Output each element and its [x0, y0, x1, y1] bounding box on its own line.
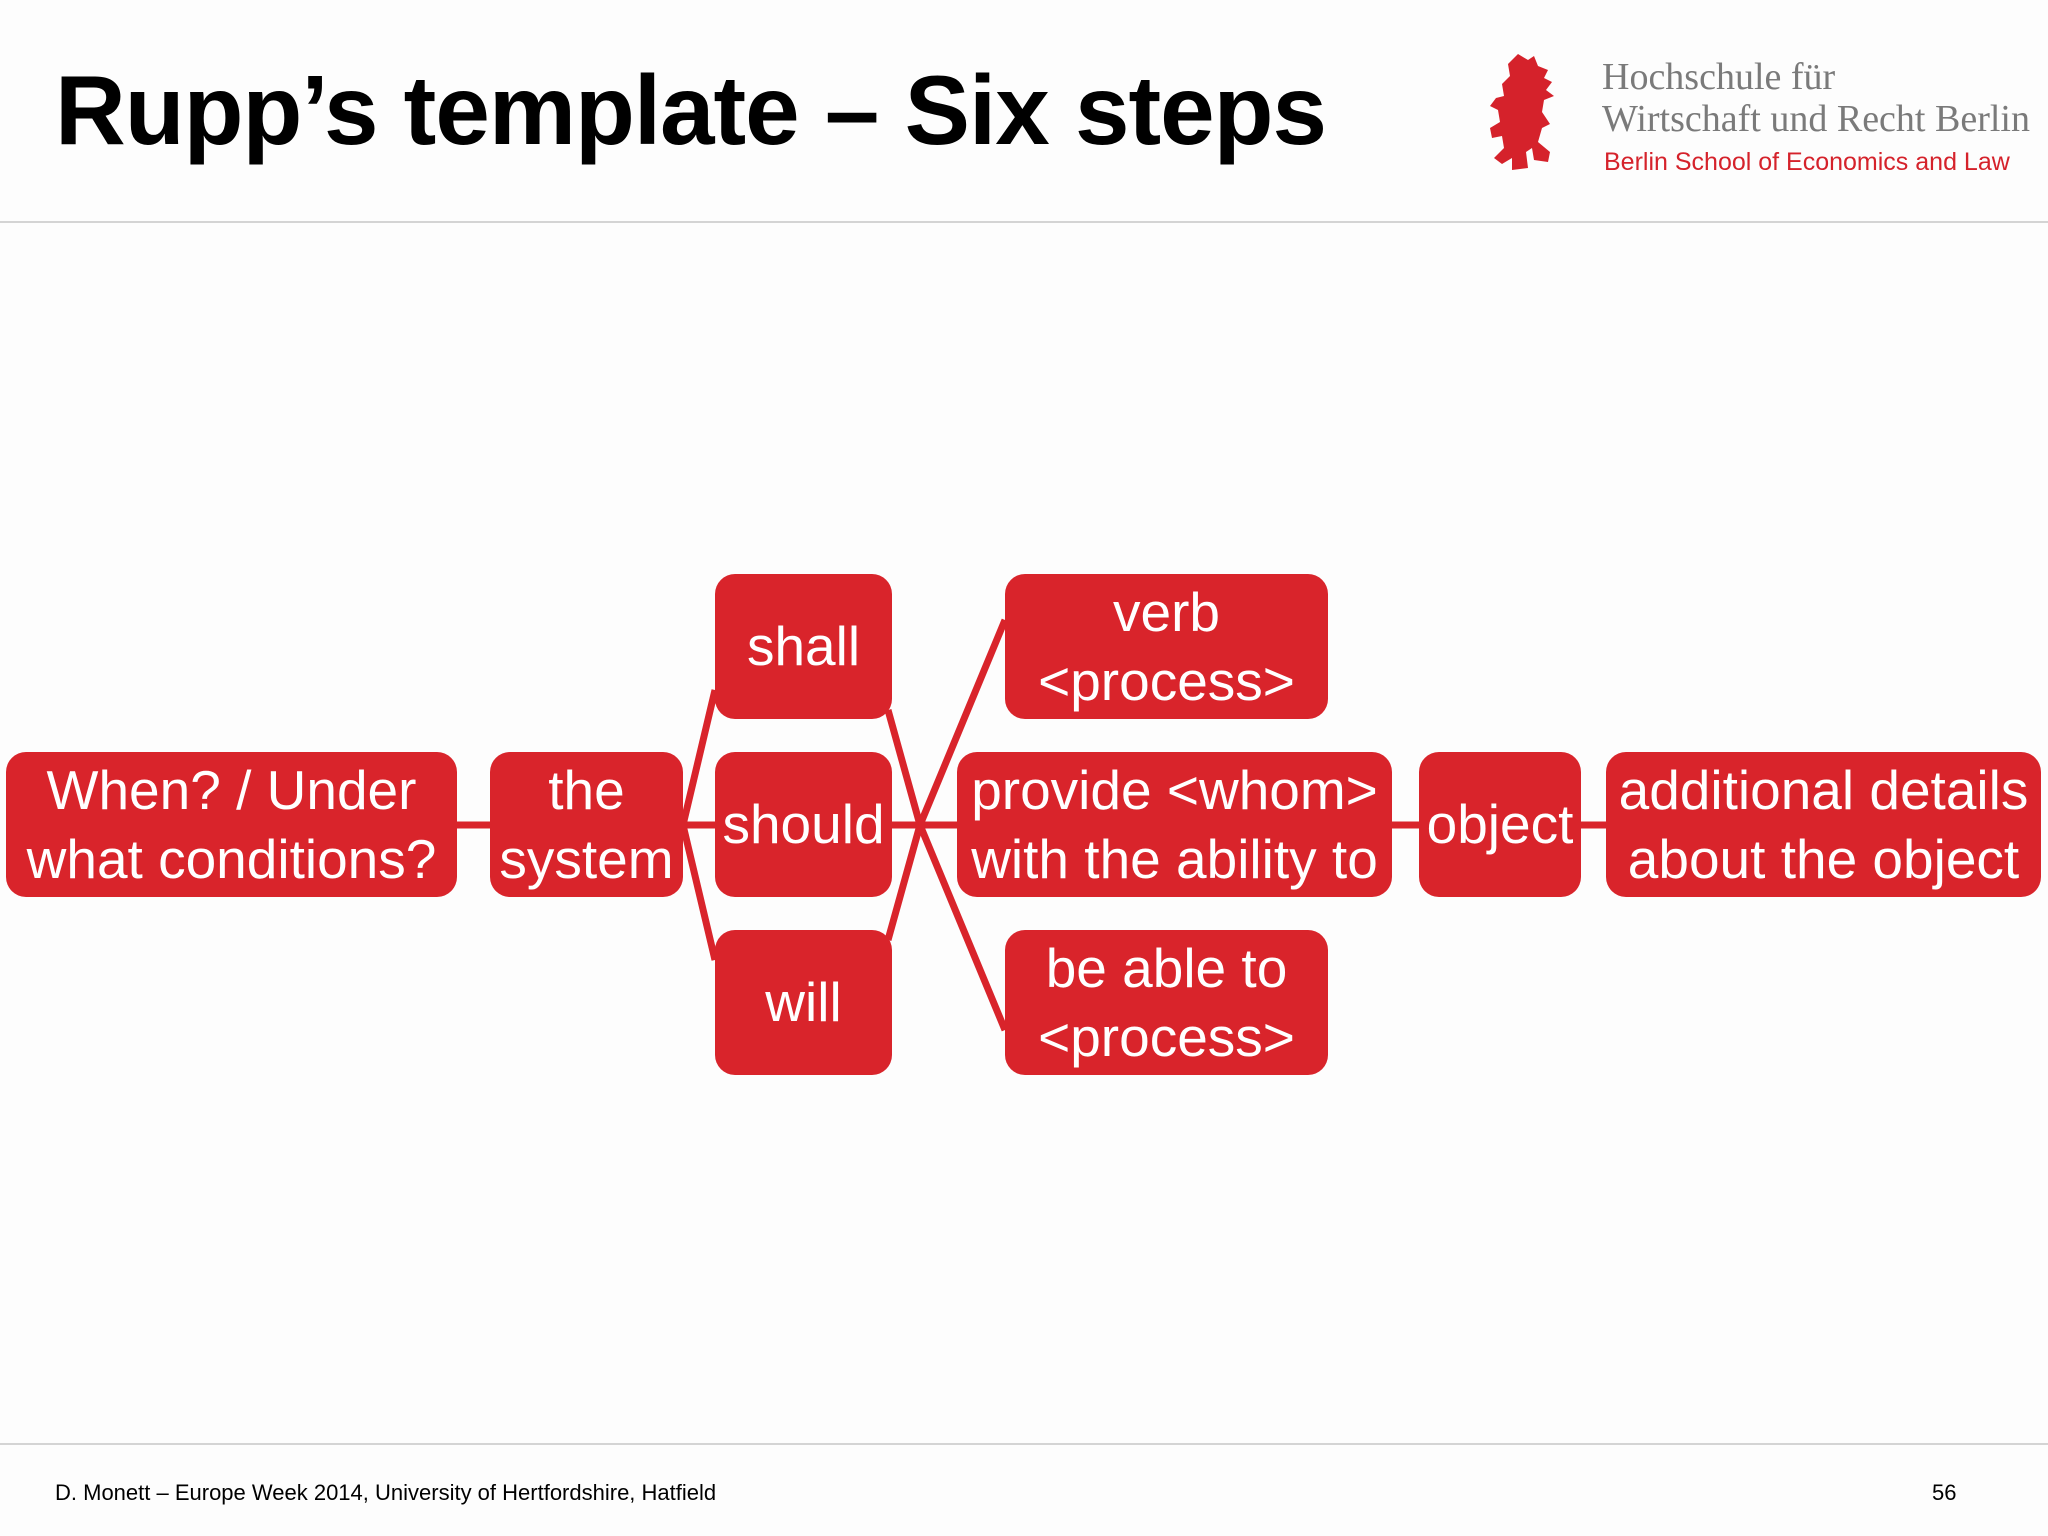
node-additional-details: additional details about the object — [1606, 752, 2041, 897]
node-shall-label: shall — [746, 615, 861, 678]
footer-divider — [0, 1443, 2048, 1445]
node-system: the system — [490, 752, 683, 897]
node-verb-process-label: verb <process> — [1038, 580, 1295, 712]
node-condition-label: When? / Under what conditions? — [26, 758, 437, 890]
node-should: should — [715, 752, 892, 897]
node-should-label: should — [722, 793, 885, 856]
node-object-label: object — [1426, 793, 1574, 856]
slide-title: Rupp’s template – Six steps — [55, 55, 1327, 165]
logo-text-line3: Berlin School of Economics and Law — [1604, 148, 2010, 176]
node-provide-whom-label: provide <whom> with the ability to — [971, 758, 1378, 890]
node-verb-process: verb <process> — [1005, 574, 1328, 719]
node-condition: When? / Under what conditions? — [6, 752, 457, 897]
connector-line — [679, 824, 719, 961]
node-be-able-to-label: be able to <process> — [1038, 936, 1295, 1068]
page-number: 56 — [1932, 1480, 1957, 1505]
connector-line — [916, 618, 1009, 827]
connector-line — [884, 709, 924, 826]
node-system-label: the system — [499, 758, 674, 890]
bear-icon — [1490, 54, 1554, 170]
node-be-able-to: be able to <process> — [1005, 930, 1328, 1075]
connector-line — [679, 689, 719, 826]
logo-text-line1: Hochschule für — [1602, 56, 1836, 98]
connector-line — [884, 824, 924, 941]
node-object: object — [1419, 752, 1581, 897]
node-additional-details-label: additional details about the object — [1618, 758, 2029, 890]
node-will-label: will — [765, 971, 842, 1034]
connector-line — [916, 823, 1009, 1032]
footer-text: D. Monett – Europe Week 2014, University… — [55, 1480, 717, 1505]
header-divider — [0, 221, 2048, 223]
logo-text-line2: Wirtschaft und Recht Berlin — [1602, 98, 2030, 140]
university-logo: Hochschule für Wirtschaft und Recht Berl… — [1488, 52, 2030, 182]
node-will: will — [715, 930, 892, 1075]
node-provide-whom: provide <whom> with the ability to — [957, 752, 1392, 897]
node-shall: shall — [715, 574, 892, 719]
